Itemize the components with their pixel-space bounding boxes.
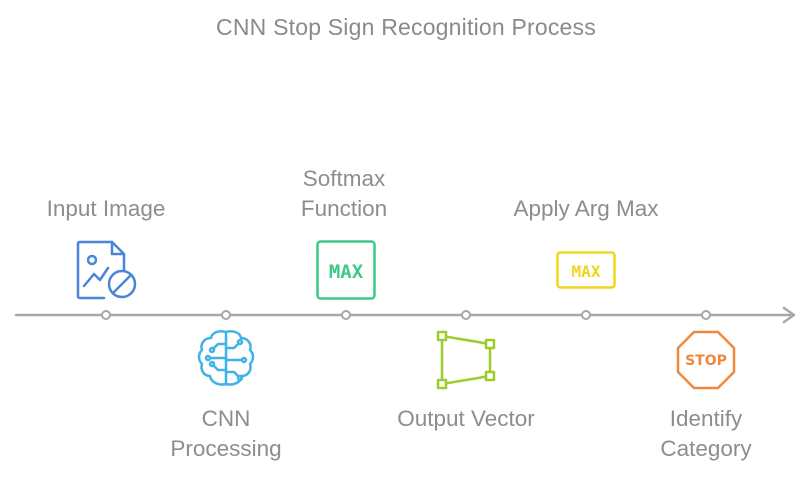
argmax-icon-text: MAX (572, 262, 601, 281)
timeline-dot-5 (581, 310, 591, 320)
stop-icon-text: STOP (685, 353, 727, 369)
diagram-title: CNN Stop Sign Recognition Process (216, 14, 596, 40)
max-box-icon: MAX (556, 251, 616, 289)
timeline-dot-2 (221, 310, 231, 320)
timeline-dot-3 (341, 310, 351, 320)
step-label-output-vector: Output Vector (397, 406, 535, 431)
step-label-cnn-processing: CNN Processing (170, 406, 282, 461)
vector-polygon-icon (436, 330, 496, 390)
brain-circuit-icon (196, 328, 256, 388)
step-label-apply-arg-max: Apply Arg Max (513, 196, 659, 221)
step-label-input-image: Input Image (46, 196, 166, 221)
timeline-dot-6 (701, 310, 711, 320)
timeline-dot-4 (461, 310, 471, 320)
image-blocked-icon (76, 240, 140, 302)
max-box-icon: MAX (316, 240, 376, 300)
timeline-arrowhead (782, 306, 796, 324)
timeline-dot-1 (101, 310, 111, 320)
step-label-identify-category: Identify Category (660, 406, 752, 461)
step-label-softmax-function: Softmax Function (300, 166, 388, 221)
stop-sign-icon: STOP (676, 330, 736, 390)
softmax-icon-text: MAX (329, 261, 364, 283)
